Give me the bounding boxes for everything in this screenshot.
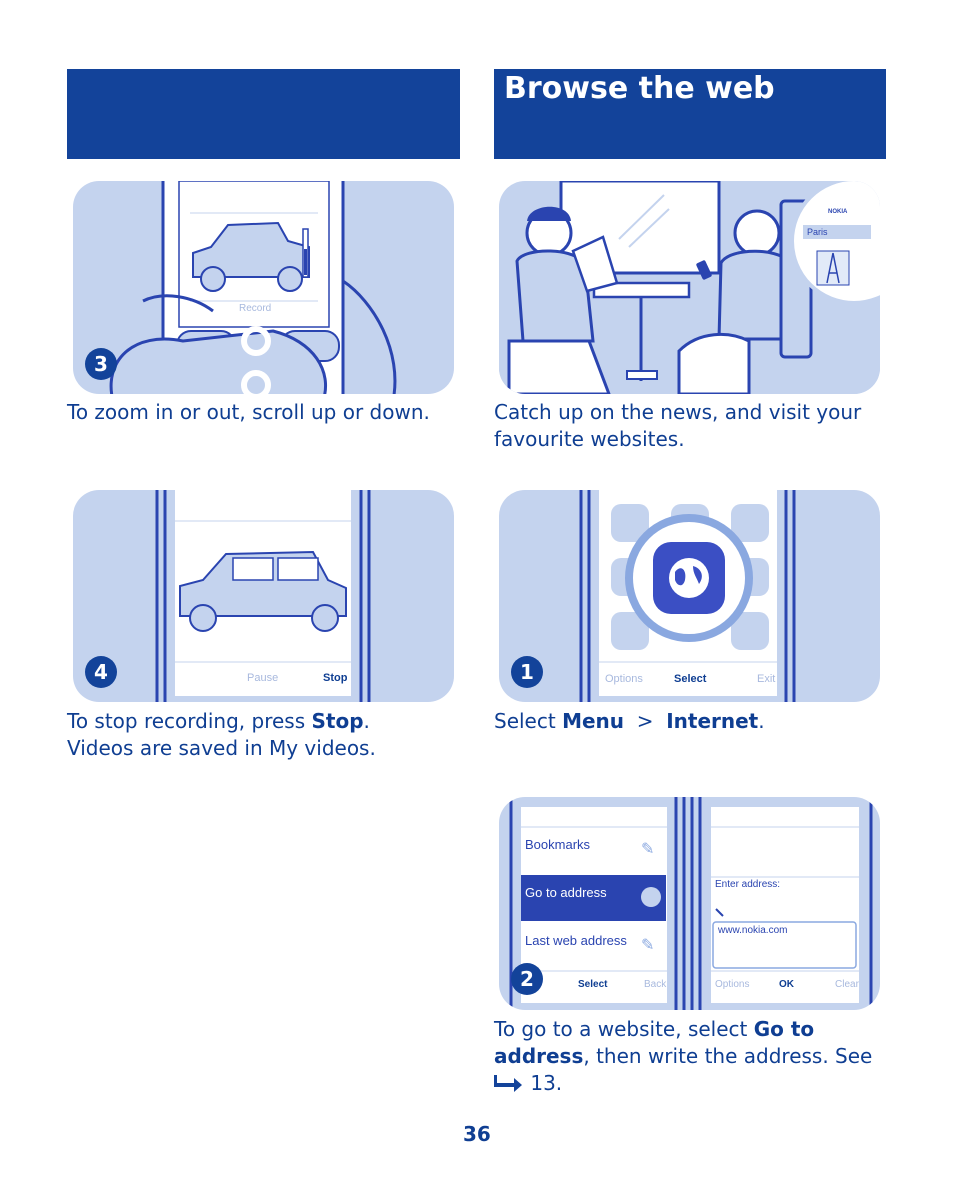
exit-softkey[interactable]: Exit — [757, 673, 776, 685]
menu-item-label: Bookmarks — [525, 837, 591, 852]
page-number: 36 — [463, 1122, 491, 1146]
header-bar-right: Browse the web — [494, 69, 886, 159]
menu-item-last-web-address[interactable]: Last web address ✎ — [521, 923, 666, 969]
step-badge-1: 1 — [511, 656, 543, 688]
step-badge-3: 3 — [85, 348, 117, 380]
caption-stop: To stop recording, press Stop. Videos ar… — [67, 708, 457, 762]
clear-softkey[interactable]: Clear — [835, 979, 859, 990]
caption-stop-post: . — [363, 709, 370, 733]
illustration-browse: NOKIA Paris — [499, 181, 880, 394]
illustration-menu: Options Select Exit 1 — [499, 490, 880, 702]
caption-menu-post: . — [758, 709, 765, 733]
phone-menu-illustration — [579, 490, 796, 702]
caption-menu-bold2: Internet — [666, 709, 759, 733]
caption-address-mid: , then write the address. See — [583, 1044, 873, 1068]
phone-stop-illustration — [155, 490, 371, 702]
caption-address-pre: To go to a website, select — [494, 1017, 754, 1041]
header-bar-left — [67, 69, 460, 159]
caption-address: To go to a website, select Go to address… — [494, 1016, 886, 1100]
options-softkey[interactable]: Options — [605, 673, 643, 685]
menu-item-label: Last web address — [525, 933, 627, 948]
caption-address-bold: Go to address — [494, 1017, 815, 1068]
menu-item-go-to-address[interactable]: Go to address — [521, 875, 666, 921]
caption-stop-pre: To stop recording, press — [67, 709, 312, 733]
menu-item-bookmarks[interactable]: Bookmarks ✎ — [521, 827, 666, 873]
illustration-address: Bookmarks ✎ Go to address Last web addre… — [499, 797, 880, 1010]
caption-stop-line2: Videos are saved in My videos. — [67, 736, 376, 760]
illustration-zoom: Record 3 — [73, 181, 454, 394]
bookmark-icon: ✎ — [641, 841, 655, 858]
caption-stop-bold: Stop — [311, 709, 364, 733]
nokia-brand-label: NOKIA — [828, 209, 848, 215]
step-badge-2: 2 — [511, 963, 543, 995]
record-label: Record — [239, 303, 272, 314]
select-softkey[interactable]: Select — [674, 673, 707, 685]
caption-intro: Catch up on the news, and visit your fav… — [494, 400, 862, 451]
caption-menu: Select Menu > Internet. — [494, 708, 886, 735]
enter-address-label: Enter address: — [715, 879, 781, 890]
paris-label: Paris — [807, 227, 828, 237]
back-softkey[interactable]: Back — [644, 979, 667, 990]
caption-menu-pre: Select — [494, 709, 563, 733]
arrow-right-icon — [494, 1073, 524, 1100]
caption-menu-bold1: Menu — [562, 709, 625, 733]
ok-softkey[interactable]: OK — [779, 979, 794, 990]
page-title: Browse the web — [504, 71, 775, 106]
caption-address-ref: 13. — [524, 1071, 563, 1095]
illustration-stop: Pause Stop 4 — [73, 490, 454, 702]
train-illustration — [499, 181, 880, 394]
bookmarks-menu: Bookmarks ✎ Go to address Last web addre… — [521, 827, 666, 973]
options-softkey[interactable]: Options — [715, 979, 750, 990]
bookmark-icon: ✎ — [641, 937, 655, 954]
globe-icon — [641, 887, 661, 907]
caption-zoom: To zoom in or out, scroll up or down. — [67, 400, 430, 424]
step-badge-4: 4 — [85, 656, 117, 688]
phone-zoom-illustration — [109, 181, 397, 394]
pause-softkey[interactable]: Pause — [247, 672, 279, 684]
select-softkey[interactable]: Select — [578, 979, 608, 990]
url-field[interactable]: www.nokia.com — [718, 925, 788, 936]
menu-item-label: Go to address — [525, 885, 607, 900]
stop-softkey[interactable]: Stop — [323, 672, 348, 684]
caption-menu-sep: > — [624, 709, 667, 733]
